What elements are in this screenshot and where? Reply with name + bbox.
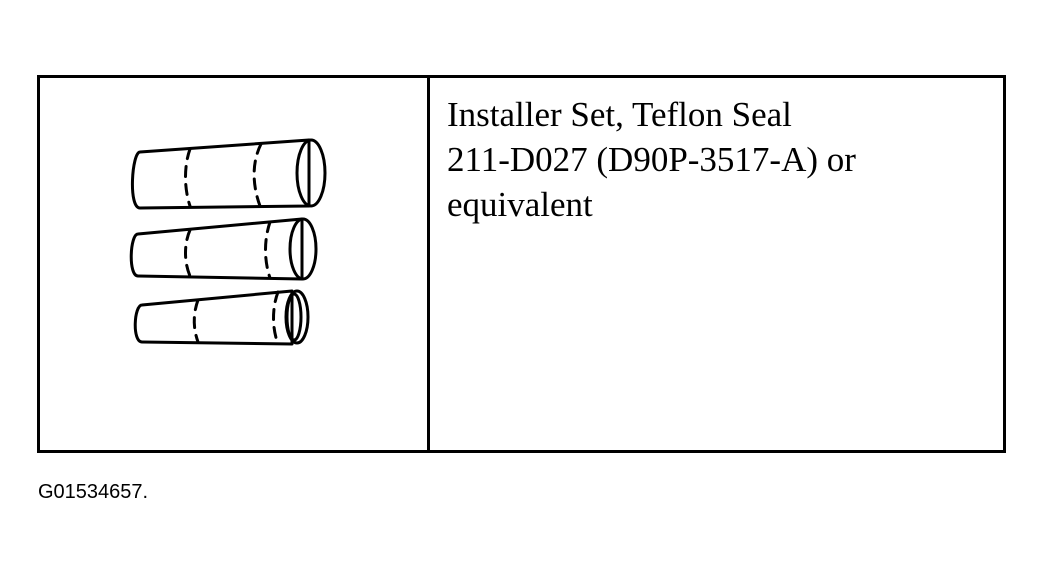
tool-table: Installer Set, Teflon Seal 211-D027 (D90… xyxy=(37,75,1006,453)
tool-equivalent-line: equivalent xyxy=(447,185,593,224)
installer-tube-small xyxy=(133,289,310,346)
tool-description-cell: Installer Set, Teflon Seal 211-D027 (D90… xyxy=(430,78,1003,450)
seal-installer-set-icon xyxy=(129,138,327,346)
tool-part-number-line: 211-D027 (D90P-3517-A) or xyxy=(447,140,856,179)
tool-name-line: Installer Set, Teflon Seal xyxy=(447,95,792,134)
installer-tube-medium xyxy=(129,217,318,281)
tool-illustration-cell xyxy=(40,78,430,450)
figure-id: G01534657. xyxy=(38,481,149,503)
installer-tube-large xyxy=(130,138,327,210)
